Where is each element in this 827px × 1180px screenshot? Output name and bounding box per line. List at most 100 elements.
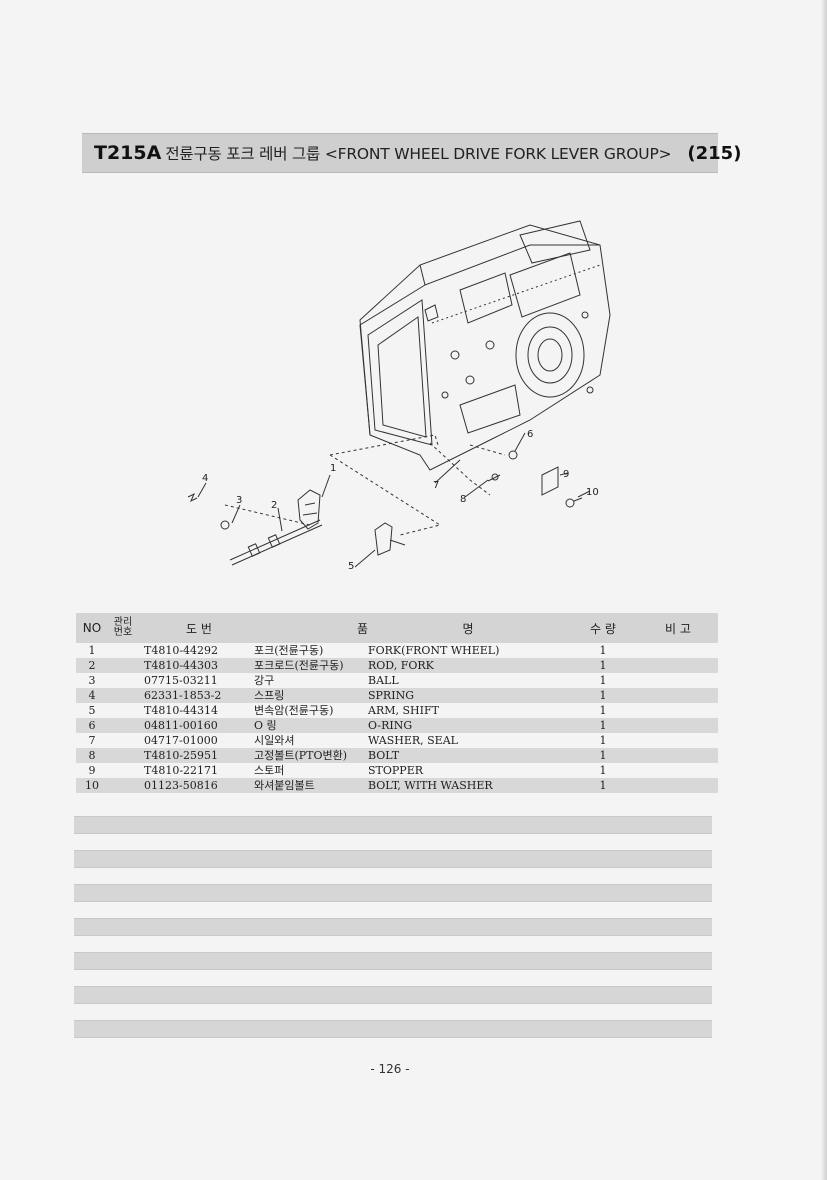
ball-part [220, 520, 230, 530]
row-drawing-number: 04811-00160 [138, 718, 254, 733]
table-row: 5 T4810-44314 변속암(전륜구동) ARM, SHIFT 1 [76, 703, 718, 718]
header-quantity: 수 량 [568, 613, 638, 643]
row-quantity: 1 [568, 718, 638, 733]
table-row: 3 07715-03211 강구 BALL 1 [76, 673, 718, 688]
callout-3: 3 [236, 495, 242, 506]
parts-table: NO 관리 번호 도 번 품 명 수 량 비 고 1 T4810-44292 포… [76, 613, 718, 793]
header-name-right: 명 [368, 613, 568, 643]
row-name-ko: 스프링 [254, 688, 368, 703]
row-quantity: 1 [568, 703, 638, 718]
row-no: 4 [76, 688, 108, 703]
row-name-en: FORK(FRONT WHEEL) [368, 643, 568, 658]
callout-6: 6 [527, 429, 533, 440]
table-row: 8 T4810-25951 고정볼트(PTO변환) BOLT 1 [76, 748, 718, 763]
empty-row-band [74, 986, 712, 1004]
callout-8: 8 [460, 494, 466, 505]
bolt-part [487, 474, 501, 482]
row-no: 3 [76, 673, 108, 688]
page-number: - 126 - [370, 1062, 410, 1076]
row-name-ko: 강구 [254, 673, 368, 688]
row-drawing-number: 07715-03211 [138, 673, 254, 688]
row-quantity: 1 [568, 748, 638, 763]
row-no: 1 [76, 643, 108, 658]
bolt-with-washer-part [565, 497, 583, 508]
row-name-ko: 포크(전륜구동) [254, 643, 368, 658]
spring-part [187, 492, 198, 503]
header-drawing-number: 도 번 [138, 613, 254, 643]
empty-row-band [74, 918, 712, 936]
row-quantity: 1 [568, 733, 638, 748]
group-number: (215) [687, 142, 742, 164]
header-remark: 비 고 [638, 613, 718, 643]
row-name-en: BOLT [368, 748, 568, 763]
row-drawing-number: T4810-25951 [138, 748, 254, 763]
empty-row-band [74, 850, 712, 868]
table-header-row: NO 관리 번호 도 번 품 명 수 량 비 고 [76, 613, 718, 643]
row-name-ko: 시일와셔 [254, 733, 368, 748]
row-quantity: 1 [568, 688, 638, 703]
fork-part [297, 489, 321, 530]
row-quantity: 1 [568, 778, 638, 793]
empty-row-band [74, 884, 712, 902]
row-drawing-number: T4810-44292 [138, 643, 254, 658]
row-quantity: 1 [568, 658, 638, 673]
header-no: NO [76, 613, 108, 643]
exploded-parts-diagram: 1 2 3 4 5 6 7 8 9 10 [170, 205, 630, 585]
row-quantity: 1 [568, 763, 638, 778]
page-title-bar: T215A 전륜구동 포크 레버 그룹 <FRONT WHEEL DRIVE F… [82, 133, 741, 173]
row-name-ko: 포크로드(전륜구동) [254, 658, 368, 673]
callout-4: 4 [202, 473, 208, 484]
row-name-ko: 변속암(전륜구동) [254, 703, 368, 718]
row-drawing-number: T4810-44314 [138, 703, 254, 718]
shift-arm-part [374, 522, 406, 556]
fork-rod-part [229, 519, 323, 566]
table-row: 4 62331-1853-2 스프링 SPRING 1 [76, 688, 718, 703]
row-drawing-number: 62331-1853-2 [138, 688, 254, 703]
row-no: 2 [76, 658, 108, 673]
row-drawing-number: 04717-01000 [138, 733, 254, 748]
empty-table-rows [74, 816, 712, 1054]
row-name-ko: 와셔붙임볼트 [254, 778, 368, 793]
row-no: 8 [76, 748, 108, 763]
empty-row-band [74, 816, 712, 834]
table-row: 9 T4810-22171 스토퍼 STOPPER 1 [76, 763, 718, 778]
row-no: 10 [76, 778, 108, 793]
row-drawing-number: T4810-22171 [138, 763, 254, 778]
row-name-en: O-RING [368, 718, 568, 733]
group-title: 전륜구동 포크 레버 그룹 <FRONT WHEEL DRIVE FORK LE… [165, 145, 672, 163]
row-name-ko: O 링 [254, 718, 368, 733]
row-name-en: ROD, FORK [368, 658, 568, 673]
seal-washer-part [491, 473, 499, 481]
group-code: T215A [94, 142, 162, 164]
row-name-en: BOLT, WITH WASHER [368, 778, 568, 793]
row-drawing-number: T4810-44303 [138, 658, 254, 673]
row-name-ko: 스토퍼 [254, 763, 368, 778]
page-edge [821, 0, 827, 1180]
table-row: 1 T4810-44292 포크(전륜구동) FORK(FRONT WHEEL)… [76, 643, 718, 658]
row-drawing-number: 01123-50816 [138, 778, 254, 793]
stopper-part [541, 466, 559, 496]
row-name-en: WASHER, SEAL [368, 733, 568, 748]
o-ring-part [508, 450, 518, 460]
callout-10: 10 [586, 487, 599, 498]
table-row: 6 04811-00160 O 링 O-RING 1 [76, 718, 718, 733]
table-row: 7 04717-01000 시일와셔 WASHER, SEAL 1 [76, 733, 718, 748]
row-quantity: 1 [568, 643, 638, 658]
callout-2: 2 [271, 500, 277, 511]
row-quantity: 1 [568, 673, 638, 688]
transmission-housing [359, 220, 611, 471]
row-no: 9 [76, 763, 108, 778]
callout-5: 5 [348, 561, 354, 572]
empty-row-band [74, 952, 712, 970]
row-no: 6 [76, 718, 108, 733]
empty-row-band [74, 1020, 712, 1038]
row-name-en: BALL [368, 673, 568, 688]
row-name-en: ARM, SHIFT [368, 703, 568, 718]
row-no: 7 [76, 733, 108, 748]
table-row: 2 T4810-44303 포크로드(전륜구동) ROD, FORK 1 [76, 658, 718, 673]
callout-1: 1 [330, 463, 336, 474]
table-row: 10 01123-50816 와셔붙임볼트 BOLT, WITH WASHER … [76, 778, 718, 793]
row-name-ko: 고정볼트(PTO변환) [254, 748, 368, 763]
header-name-left: 품 [254, 613, 368, 643]
row-no: 5 [76, 703, 108, 718]
